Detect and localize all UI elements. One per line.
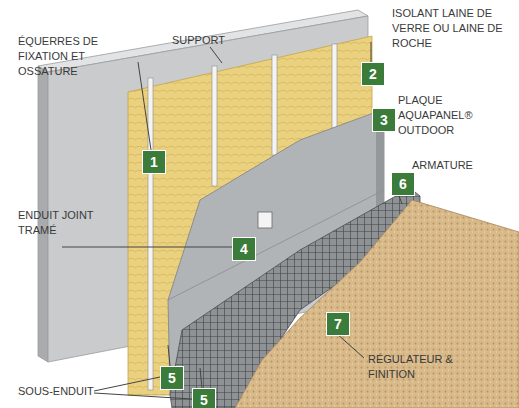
callout-number: 3 — [372, 108, 396, 132]
part-label: SOUS-ENDUIT — [18, 384, 128, 399]
callout-number: 5 — [160, 366, 184, 390]
part-label: ENDUIT JOINT TRAMÉ — [18, 208, 113, 238]
callout-number: 7 — [326, 312, 350, 336]
callout-text: 3 — [380, 112, 388, 128]
part-label: ISOLANT LAINE DE VERRE OU LAINE DE ROCHE — [392, 6, 510, 51]
callout-text: 5 — [200, 392, 208, 408]
callout-text: 7 — [334, 316, 342, 332]
callout-number: 6 — [391, 172, 415, 196]
callout-text: 6 — [399, 176, 407, 192]
part-label: SUPPORT — [172, 33, 242, 48]
part-label: ÉQUERRES DE FIXATION ET OSSATURE — [18, 34, 138, 79]
callout-text: 5 — [168, 370, 176, 386]
callout-text: 4 — [240, 241, 248, 257]
callout-number: 2 — [361, 62, 385, 86]
callout-number: 1 — [142, 150, 166, 174]
callout-number: 4 — [232, 237, 256, 261]
callout-number: 5 — [192, 388, 216, 408]
part-label: RÉGULATEUR & FINITION — [368, 352, 488, 382]
callout-text: 2 — [369, 66, 377, 82]
callout-text: 1 — [150, 154, 158, 170]
part-label: PLAQUE AQUAPANEL® OUTDOOR — [398, 93, 510, 138]
part-label: ARMATURE — [412, 158, 507, 173]
